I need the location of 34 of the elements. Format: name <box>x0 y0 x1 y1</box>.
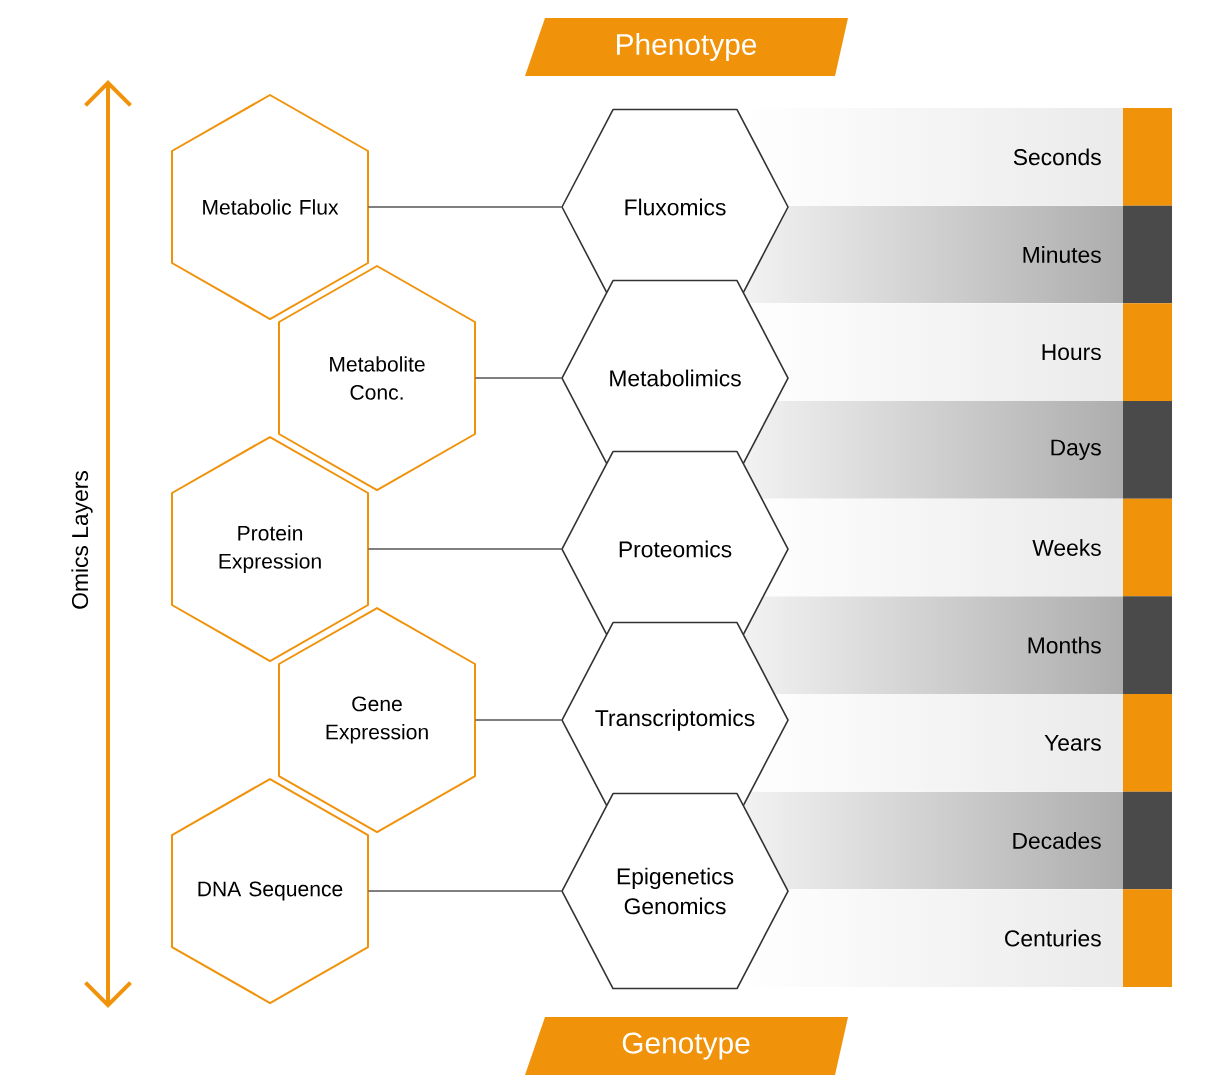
node-label: Minutes <box>1023 246 1101 263</box>
node-label: Weeks <box>1032 539 1101 556</box>
axis-label: Omics Layers <box>71 471 93 609</box>
banner: Genotype <box>525 1017 848 1075</box>
time-band: Days <box>1051 401 1172 499</box>
node-label: Days <box>1051 439 1101 461</box>
hexagon: Metabolite Conc. <box>278 265 476 491</box>
time-band: Seconds <box>1013 108 1172 206</box>
time-band: Hours <box>1042 303 1172 401</box>
hexagon: Epigenetics Genomics <box>561 792 789 990</box>
time-band: Minutes <box>1023 205 1172 304</box>
connector-line <box>367 548 563 550</box>
hexagon: Proteomics <box>561 450 789 648</box>
time-band: Centuries <box>1005 889 1172 987</box>
connector-line <box>474 719 563 721</box>
time-band: Weeks <box>1032 498 1172 597</box>
banner: Phenotype <box>525 18 848 76</box>
time-band: Years <box>1044 694 1172 792</box>
node-label: Months <box>1028 636 1101 654</box>
hexagon: Protein Expression <box>171 436 369 662</box>
time-band: Decades <box>1013 791 1172 890</box>
node-label: Years <box>1044 734 1101 751</box>
node-label: Seconds <box>1013 148 1101 166</box>
time-band: Months <box>1028 596 1172 694</box>
hexagon: DNA Sequence <box>171 778 369 1004</box>
hexagon: Gene Expression <box>278 607 476 833</box>
hexagon: Fluxomics <box>561 108 789 306</box>
connector-line <box>367 890 563 892</box>
node-label: Hours <box>1042 344 1101 361</box>
node-label: Decades <box>1013 832 1101 849</box>
connector-line <box>474 377 563 379</box>
connector-line <box>367 206 563 208</box>
node-label: Centuries <box>1005 929 1101 947</box>
hexagon: Metabolic Flux <box>171 94 369 320</box>
